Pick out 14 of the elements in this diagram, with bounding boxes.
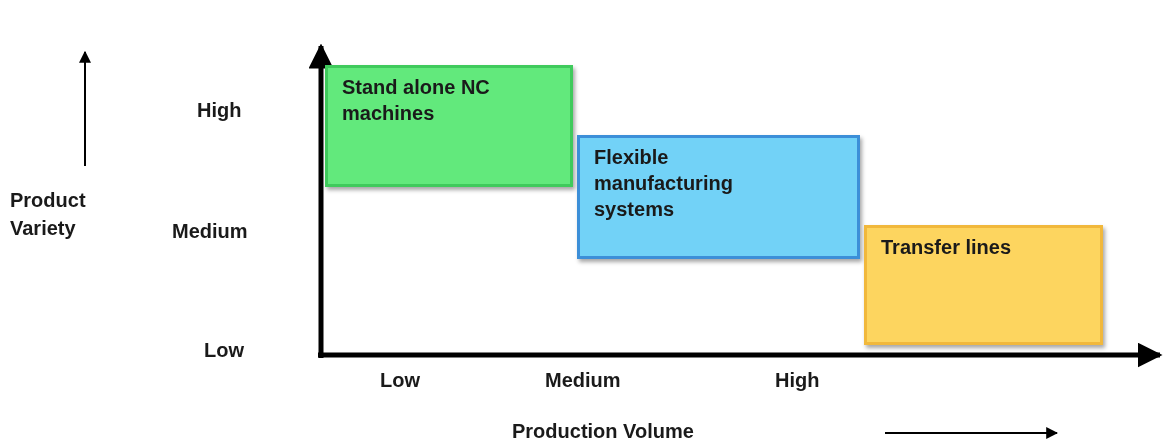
process-box (577, 135, 860, 259)
box-label: Flexible manufacturing systems (594, 145, 734, 222)
process-box (325, 65, 573, 187)
box-label: Transfer lines (881, 235, 1012, 260)
axis-title: Production Volume (512, 419, 694, 444)
process-box (864, 225, 1103, 345)
axis-level-label: Low (380, 368, 420, 393)
axis-level-label: Medium (545, 368, 621, 393)
box-label: Stand alone NC machines (342, 75, 491, 126)
axis-level-label: Medium (172, 219, 248, 244)
axis-title: Product Variety (10, 188, 87, 241)
axis-level-label: High (775, 368, 820, 393)
axis-level-label: High (197, 98, 242, 123)
axis-level-label: Low (204, 338, 244, 363)
